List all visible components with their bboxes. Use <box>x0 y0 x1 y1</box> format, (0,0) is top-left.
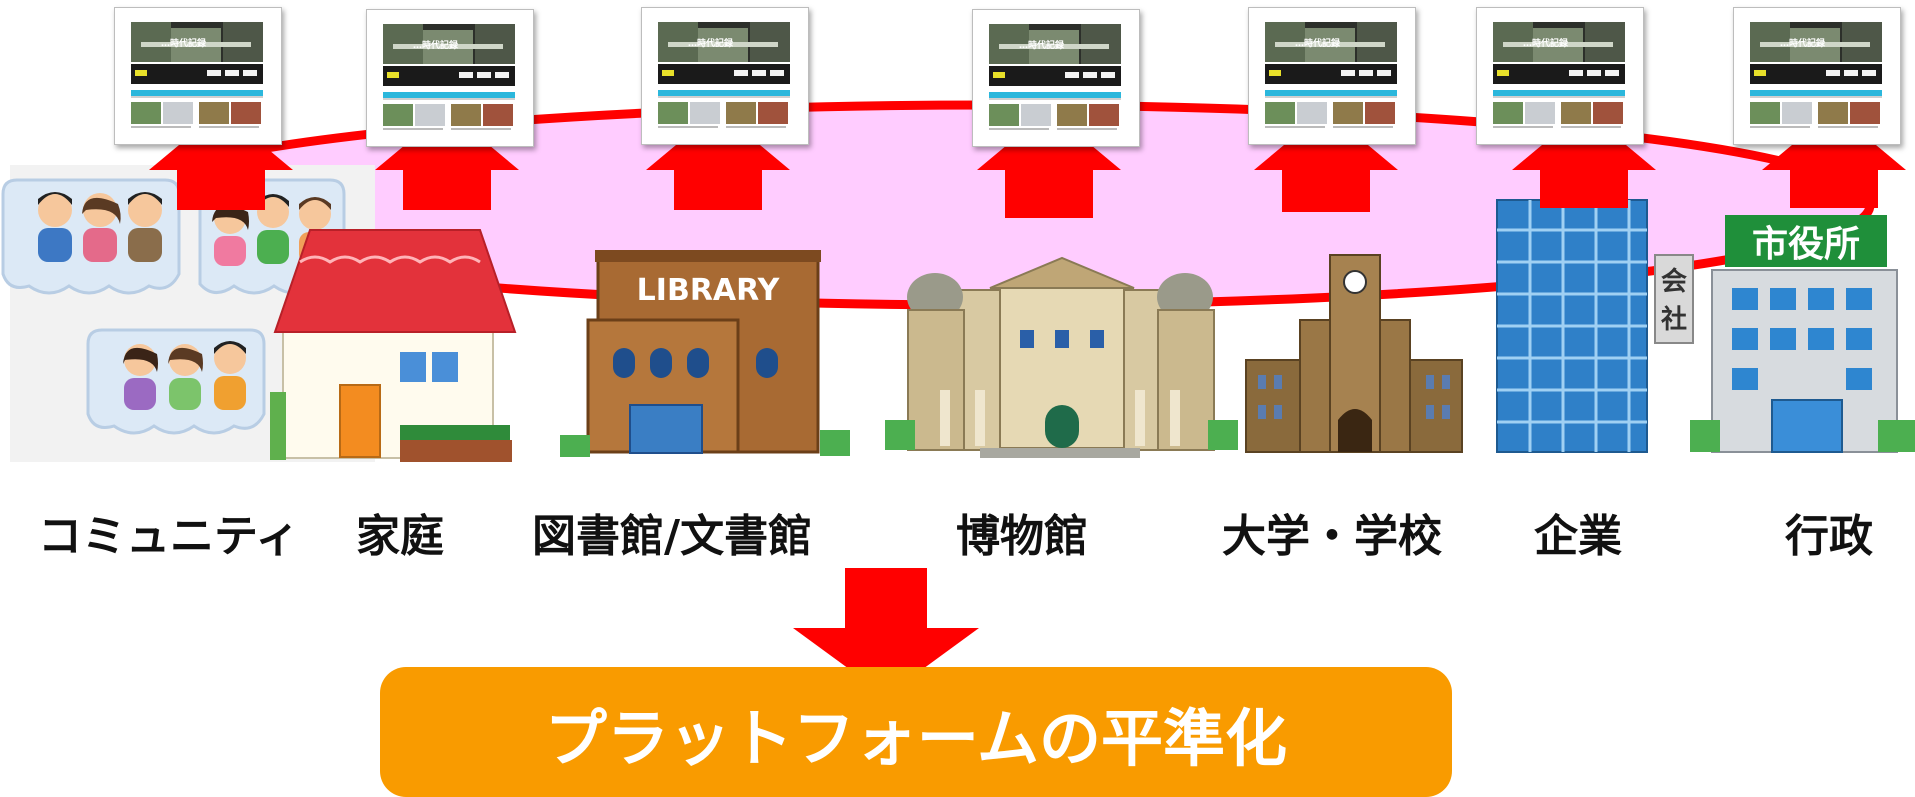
thumbnail-site-name: …時代記録 <box>1523 39 1569 49</box>
site-thumbnail-home: …時代記録 <box>366 9 534 147</box>
thumbnail-navbar <box>989 66 1121 86</box>
home-illustration <box>270 229 517 462</box>
result-box <box>380 667 1452 797</box>
label-home: 家庭 <box>356 511 444 562</box>
up-arrow-museum <box>977 110 1121 218</box>
label-university: 大学・学校 <box>1222 511 1442 562</box>
thumbnail-page: …時代記録 <box>658 22 790 132</box>
thumbnail-page: …時代記録 <box>383 24 515 134</box>
thumbnail-page: …時代記録 <box>1750 22 1882 132</box>
library-illustration: LIBRARY <box>560 250 850 457</box>
company-illustration: 会 社 <box>1496 199 1694 453</box>
result-label: プラットフォームの平準化 <box>544 702 1288 775</box>
city-hall-sign: 市役所 <box>1752 224 1860 265</box>
up-arrow-library <box>646 110 790 210</box>
thumbnail-navbar <box>383 66 515 86</box>
government-illustration: 市役所 <box>1690 215 1915 453</box>
up-arrows <box>149 110 1906 218</box>
thumbnail-banner <box>1493 22 1625 62</box>
thumbnail-navbar <box>1493 64 1625 84</box>
site-thumbnail-library: …時代記録 <box>641 7 809 145</box>
thumbnail-section-bar <box>1750 90 1882 96</box>
thumbnail-page: …時代記録 <box>989 24 1121 134</box>
thumbnail-banner <box>383 24 515 64</box>
down-arrow <box>793 568 979 696</box>
up-arrow-company <box>1512 110 1656 208</box>
site-thumbnail-company: …時代記録 <box>1476 7 1644 145</box>
up-arrow-university <box>1254 110 1398 212</box>
thumbnail-section-bar <box>131 90 263 96</box>
thumbnail-section-bar <box>989 92 1121 98</box>
thumbnail-site-name: …時代記録 <box>161 39 207 49</box>
company-sign-line1: 会 <box>1661 267 1687 297</box>
label-government: 行政 <box>1785 511 1873 562</box>
site-thumbnail-museum: …時代記録 <box>972 9 1140 147</box>
thumbnail-banner <box>989 24 1121 64</box>
up-arrow-government <box>1762 110 1906 208</box>
label-community: コミュニティ <box>38 511 300 562</box>
library-sign: LIBRARY <box>637 273 781 308</box>
thumbnail-section-bar <box>1265 90 1397 96</box>
thumbnail-section-bar <box>383 92 515 98</box>
label-museum: 博物館 <box>956 511 1088 562</box>
thumbnail-section-bar <box>658 90 790 96</box>
thumbnail-banner <box>1265 22 1397 62</box>
thumbnail-section-bar <box>1493 90 1625 96</box>
up-arrow-community <box>149 110 293 210</box>
thumbnail-site-name: …時代記録 <box>1295 39 1341 49</box>
thumbnail-navbar <box>1265 64 1397 84</box>
thumbnail-site-name: …時代記録 <box>688 39 734 49</box>
company-sign-line2: 社 <box>1661 304 1687 335</box>
thumbnail-site-name: …時代記録 <box>1780 39 1826 49</box>
site-thumbnail-university: …時代記録 <box>1248 7 1416 145</box>
thumbnail-banner <box>131 22 263 62</box>
thumbnail-navbar <box>131 64 263 84</box>
thumbnail-page: …時代記録 <box>131 22 263 132</box>
up-arrow-home <box>375 110 519 210</box>
museum-illustration <box>885 256 1238 458</box>
site-thumbnail-government: …時代記録 <box>1733 7 1901 145</box>
thumbnail-banner <box>658 22 790 62</box>
thumbnail-navbar <box>1750 64 1882 84</box>
site-thumbnail-community: …時代記録 <box>114 7 282 145</box>
university-illustration <box>1245 254 1463 453</box>
thumbnail-banner <box>1750 22 1882 62</box>
thumbnail-page: …時代記録 <box>1493 22 1625 132</box>
label-company: 企業 <box>1534 511 1622 562</box>
thumbnail-page: …時代記録 <box>1265 22 1397 132</box>
thumbnail-navbar <box>658 64 790 84</box>
label-library: 図書館/文書館 <box>532 511 813 562</box>
thumbnail-site-name: …時代記録 <box>1019 41 1065 51</box>
thumbnail-site-name: …時代記録 <box>413 41 459 51</box>
